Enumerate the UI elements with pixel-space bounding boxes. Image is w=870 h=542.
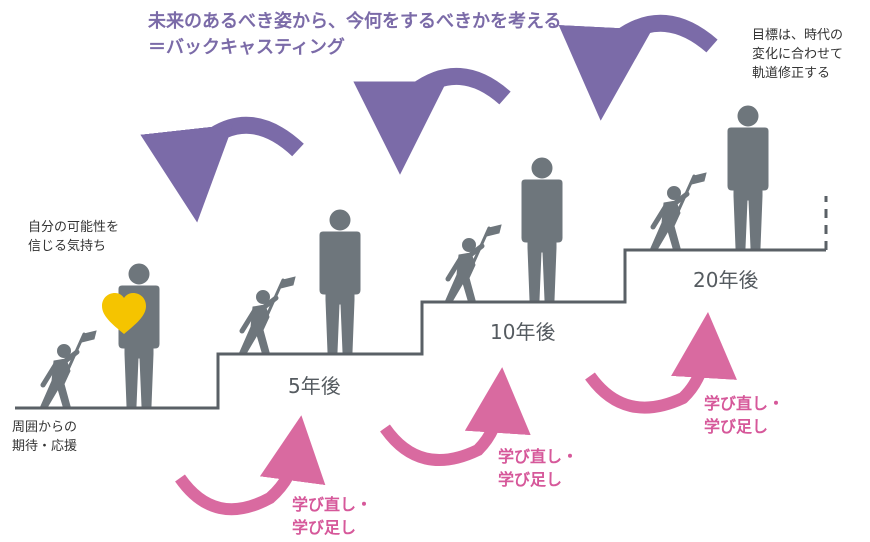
climber-figure-3 [446,225,501,300]
pink-relearn-arrow-3 [585,312,737,414]
relearn-label-1: 学び直し・ 学び足し [292,493,372,539]
purple-backcast-arrow-3 [558,14,718,121]
person-figure-4 [727,105,769,249]
relearn-label-3-line-2: 学び足し [704,417,769,436]
year-label-10: 10年後 [490,320,556,344]
title-line-1: 未来のあるべき姿から、今何をするべきかを考える [148,11,562,32]
self-belief-note: 自分の可能性を 信じる気持ち [28,218,119,256]
self-belief-note-line-2: 信じる気持ち [28,239,107,254]
climber-figure-2 [240,277,295,352]
person-figure-1 [118,263,160,407]
support-note-line-2: 期待・応援 [12,439,78,454]
staircase [15,248,826,410]
relearn-label-2-line-2: 学び足し [498,470,563,489]
person-figure-2 [319,209,361,353]
relearn-label-1-line-2: 学び足し [292,518,357,537]
relearn-label-3: 学び直し・ 学び足し [704,392,784,438]
relearn-label-3-line-1: 学び直し・ [704,394,785,413]
heart-icon [102,293,146,334]
climber-figure-1 [41,331,96,406]
title-line-2: ＝バックキャスティング [148,37,345,58]
relearn-label-2-line-1: 学び直し・ [498,447,579,466]
year-label-20: 20年後 [693,268,759,292]
relearn-label-2: 学び直し・ 学び足し [498,445,578,491]
pink-relearn-arrow-1 [175,415,326,516]
top-right-note-line-2: 変化に合わせて [752,47,844,62]
support-note: 周囲からの 期待・応援 [12,418,77,456]
self-belief-note-line-1: 自分の可能性を [28,220,120,235]
top-right-note: 目標は、時代の 変化に合わせて 軌道修正する [752,26,843,83]
year-label-5: 5年後 [288,374,341,398]
purple-backcast-arrow-1 [140,116,304,223]
pink-relearn-arrow-2 [380,367,531,467]
relearn-label-1-line-1: 学び直し・ [292,495,373,514]
top-right-note-line-3: 軌道修正する [752,66,831,81]
top-right-note-line-1: 目標は、時代の [752,28,844,43]
support-note-line-1: 周囲からの [12,420,78,435]
person-figure-3 [521,157,563,301]
purple-backcast-arrow-2 [353,67,511,175]
climber-figure-4 [651,173,706,248]
